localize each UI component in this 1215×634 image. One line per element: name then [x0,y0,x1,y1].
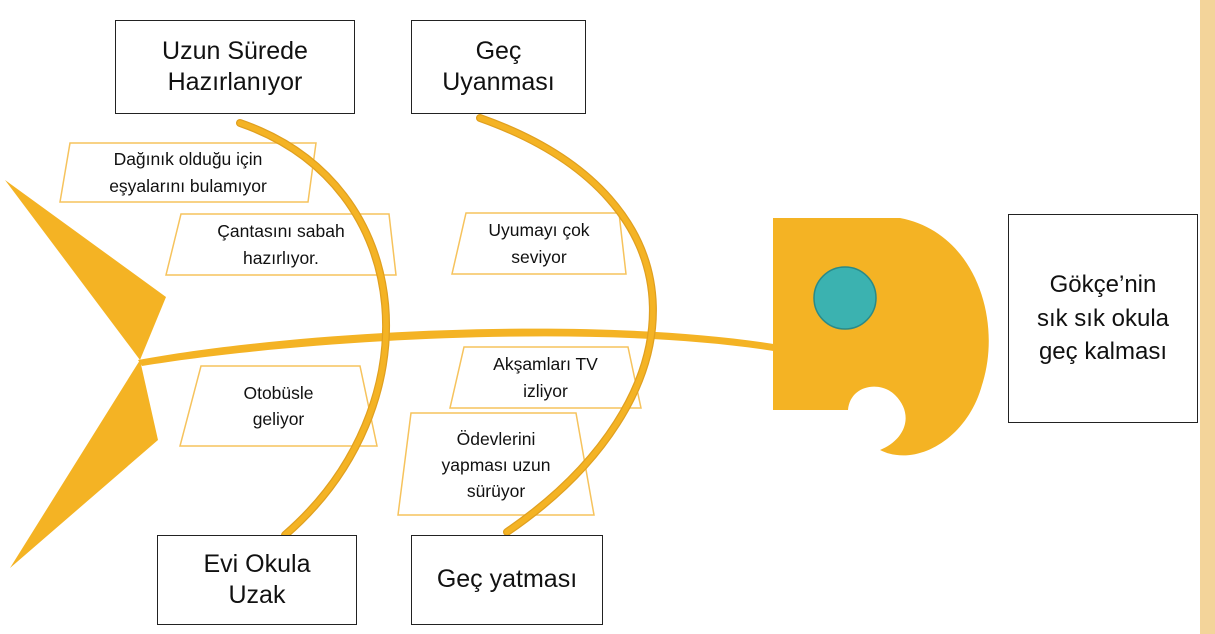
category-evi-okula-uzak-line2: Uzak [228,581,286,609]
cause-canta: Çantasını sabah hazırlıyor. [166,214,396,275]
category-uzun-surede-line1: Uzun Sürede [162,36,308,65]
cause-shape-aksam [449,346,642,409]
fish-eye [813,266,877,330]
cause-aksam: Akşamları TV izliyor [450,347,641,408]
cause-uyuma-line1: Uyumayı çok [488,220,590,241]
cause-odev-line2: yapması uzun [441,454,551,475]
cause-daginik-line2: eşyalarını bulamıyor [109,175,267,196]
category-evi-okula-uzak-line1: Evi Okula [203,549,311,578]
effect-box: Gökçe’nin sık sık okula geç kalması [1008,214,1198,423]
fish-spine [138,328,780,366]
cause-daginik: Dağınık olduğu için eşyalarını bulamıyor [62,143,314,202]
cause-uyuma-line2: seviyor [511,246,567,267]
cause-otobus: Otobüsle geliyor [180,366,377,446]
cause-shape-daginik [59,142,317,203]
cause-odev-line3: sürüyor [466,481,526,502]
effect-line3: geç kalması [1038,338,1168,366]
bone-upper-left-fill [237,120,389,538]
category-gec-yatmasi-line1: Geç yatması [436,565,578,594]
cause-otobus-line1: Otobüsle [243,382,314,403]
bone-upper-right-fill [477,115,656,535]
cause-uyuma: Uyumayı çok seviyor [452,213,626,274]
fish-head [773,218,989,456]
category-gec-yatmasi: Geç yatması [411,535,603,625]
cause-shape-odev [397,412,595,516]
cause-canta-line1: Çantasını sabah [217,221,345,242]
category-evi-okula-uzak: Evi Okula Uzak [157,535,357,625]
effect-line1: Gökçe’nin [1049,271,1157,299]
cause-otobus-line2: geliyor [252,409,305,429]
category-gec-uyanmasi-line1: Geç [475,36,522,65]
fish-tail-lower [10,360,158,568]
cause-odev: Ödevlerini yapması uzun sürüyor [398,416,594,514]
cause-daginik-line1: Dağınık olduğu için [113,149,263,170]
cause-shape-otobus [179,365,378,447]
fish-tail-upper [5,180,166,360]
right-edge-stripe [1200,0,1215,634]
cause-odev-line1: Ödevlerini [456,428,536,449]
category-gec-uyanmasi-line2: Uyanması [442,68,555,96]
category-gec-uyanmasi: Geç Uyanması [411,20,586,114]
cause-aksam-line2: izliyor [523,380,568,401]
cause-shape-uyuma [451,212,627,275]
cause-shape-canta [165,213,397,276]
effect-line2: sık sık okula [1036,304,1170,332]
cause-canta-line2: hazırlıyor. [243,247,319,268]
cause-aksam-line1: Akşamları TV [493,354,598,375]
category-uzun-surede-line2: Hazırlanıyor [167,68,303,96]
category-uzun-surede: Uzun Sürede Hazırlanıyor [115,20,355,114]
